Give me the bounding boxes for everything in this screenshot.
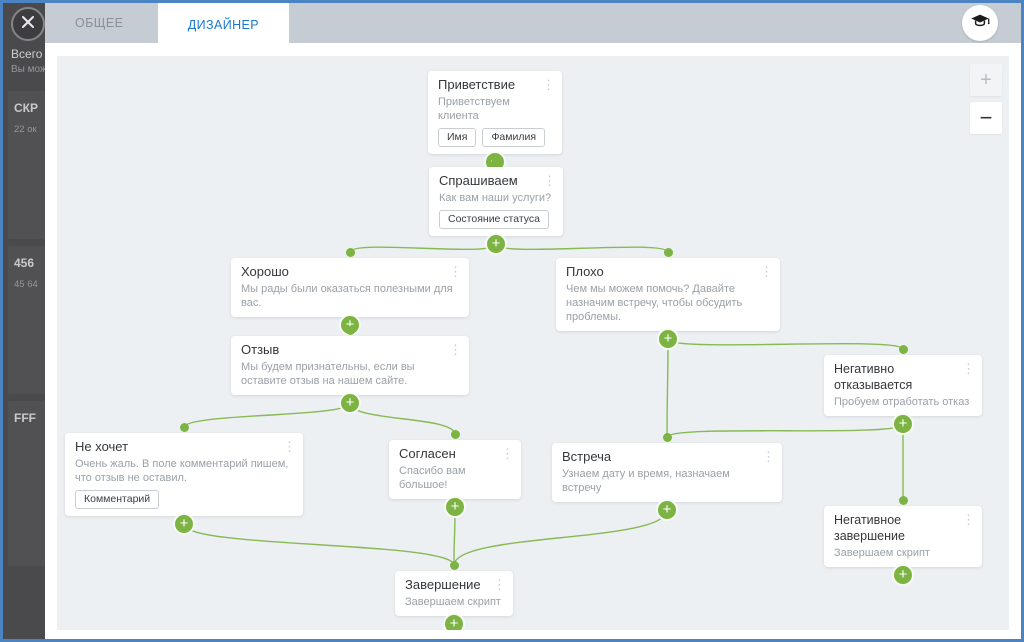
field-chip: Фамилия xyxy=(482,128,546,147)
add-step-button[interactable]: + xyxy=(892,564,914,586)
tab-general[interactable]: ОБЩЕЕ xyxy=(75,16,124,30)
node-title: Не хочет xyxy=(75,439,129,454)
input-connector-dot xyxy=(179,423,189,432)
kebab-menu-icon[interactable]: ⋮ xyxy=(542,77,555,92)
input-connector-dot xyxy=(663,248,673,257)
flow-node[interactable]: Не хочет ⋮ Очень жаль. В поле комментари… xyxy=(65,423,303,535)
node-subtitle: Мы будем признательны, если вы оставите … xyxy=(241,361,415,387)
node-subtitle: Очень жаль. В поле комментарий пишем, чт… xyxy=(75,458,289,484)
graduation-cap-icon xyxy=(969,10,991,37)
node-title: Согласен xyxy=(399,446,456,461)
input-connector-dot xyxy=(345,326,355,335)
tab-bar: ОБЩЕЕ ДИЗАЙНЕР xyxy=(45,3,1021,46)
field-chip: Комментарий xyxy=(75,490,160,509)
field-chip: Состояние статуса xyxy=(439,210,550,229)
node-subtitle: Спасибо вам большое! xyxy=(399,465,466,491)
flow-node[interactable]: Отзыв ⋮ Мы будем признательны, если вы о… xyxy=(231,326,469,414)
add-step-button[interactable]: + xyxy=(657,328,679,350)
add-step-button[interactable]: + xyxy=(656,499,678,521)
input-connector-dot xyxy=(662,433,672,442)
zoom-controls: + − xyxy=(970,64,1002,134)
add-step-button[interactable]: + xyxy=(892,413,914,435)
close-icon xyxy=(21,15,35,34)
sidebar-card-subtitle: 45 64 xyxy=(14,279,38,290)
node-title: Приветствие xyxy=(438,77,516,92)
input-connector-dot xyxy=(345,248,355,257)
tab-designer[interactable]: ДИЗАЙНЕР xyxy=(157,3,290,46)
node-subtitle: Приветствуем клиента xyxy=(438,96,510,122)
node-subtitle: Мы рады были оказаться полезными для вас… xyxy=(241,283,453,309)
node-title: Спрашиваем xyxy=(439,173,518,188)
node-subtitle: Как вам наши услуги? xyxy=(439,192,552,204)
modal-body: + − Приветствие ⋮ Приветствуем клиента И… xyxy=(45,43,1021,639)
node-subtitle: Завершаем скрипт xyxy=(834,547,930,559)
flow-node[interactable]: Плохо ⋮ Чем мы можем помочь? Давайте наз… xyxy=(556,248,780,350)
node-subtitle: Чем мы можем помочь? Давайте назначим вс… xyxy=(566,283,743,323)
zoom-in-button[interactable]: + xyxy=(970,64,1002,96)
sidebar-card-title: FFF xyxy=(14,411,36,425)
help-button[interactable] xyxy=(962,5,998,41)
sidebar-card: СКР 22 ок xyxy=(8,91,45,239)
sidebar-card: FFF xyxy=(8,401,45,566)
sidebar-card-title: СКР xyxy=(14,101,38,115)
add-step-button[interactable]: + xyxy=(444,496,466,518)
kebab-menu-icon[interactable]: ⋮ xyxy=(493,577,506,592)
field-chip: Имя xyxy=(438,128,477,147)
input-connector-dot xyxy=(450,430,460,439)
flow-node[interactable]: Спрашиваем ⋮ Как вам наши услуги? Состоя… xyxy=(429,157,563,255)
node-title: Завершение xyxy=(405,577,481,592)
designer-canvas[interactable]: + − Приветствие ⋮ Приветствуем клиента И… xyxy=(57,56,1009,630)
node-title: Встреча xyxy=(562,449,612,464)
flow-node[interactable]: Согласен ⋮ Спасибо вам большое! + xyxy=(389,430,521,518)
add-step-button[interactable]: + xyxy=(443,613,465,630)
add-step-button[interactable]: + xyxy=(485,233,507,255)
sidebar-summary: Всего xyxy=(11,47,43,61)
kebab-menu-icon[interactable]: ⋮ xyxy=(449,342,462,357)
flow-node[interactable]: Завершение ⋮ Завершаем скрипт + xyxy=(395,561,513,630)
input-connector-dot xyxy=(491,157,501,166)
input-connector-dot xyxy=(898,496,908,505)
flow-node[interactable]: Негативное завершение ⋮ Завершаем скрипт… xyxy=(824,496,982,586)
kebab-menu-icon[interactable]: ⋮ xyxy=(501,446,514,461)
input-connector-dot xyxy=(898,345,908,354)
close-button[interactable] xyxy=(11,7,45,41)
flow-node[interactable]: Приветствие ⋮ Приветствуем клиента Имя Ф… xyxy=(428,71,562,173)
designer-modal: ОБЩЕЕ ДИЗАЙНЕР + − xyxy=(45,3,1021,639)
background-sidebar: Всего Вы мож СКР 22 ок 456 45 64 FFF xyxy=(3,3,45,639)
flow-node[interactable]: Хорошо ⋮ Мы рады были оказаться полезным… xyxy=(231,248,469,336)
node-subtitle: Завершаем скрипт xyxy=(405,596,501,608)
node-title: Негативно отказывается xyxy=(834,362,913,392)
node-title: Плохо xyxy=(566,264,604,279)
flow-node[interactable]: Негативно отказывается ⋮ Пробуем отработ… xyxy=(824,345,982,435)
kebab-menu-icon[interactable]: ⋮ xyxy=(283,439,296,454)
node-title: Негативное завершение xyxy=(834,513,905,543)
node-subtitle: Узнаем дату и время, назначаем встречу xyxy=(562,468,730,494)
sidebar-card: 456 45 64 xyxy=(8,246,45,394)
node-title: Хорошо xyxy=(241,264,289,279)
kebab-menu-icon[interactable]: ⋮ xyxy=(962,512,975,527)
sidebar-card-subtitle: 22 ок xyxy=(14,124,37,135)
add-step-button[interactable]: + xyxy=(339,392,361,414)
node-title: Отзыв xyxy=(241,342,280,357)
kebab-menu-icon[interactable]: ⋮ xyxy=(962,361,975,376)
kebab-menu-icon[interactable]: ⋮ xyxy=(762,449,775,464)
kebab-menu-icon[interactable]: ⋮ xyxy=(449,264,462,279)
kebab-menu-icon[interactable]: ⋮ xyxy=(760,264,773,279)
add-step-button[interactable]: + xyxy=(173,513,195,535)
input-connector-dot xyxy=(449,561,459,570)
add-step-button[interactable]: + xyxy=(339,314,361,336)
sidebar-summary-sub: Вы мож xyxy=(11,64,45,75)
zoom-out-button[interactable]: − xyxy=(970,102,1002,134)
kebab-menu-icon[interactable]: ⋮ xyxy=(543,173,556,188)
flow-node[interactable]: Встреча ⋮ Узнаем дату и время, назначаем… xyxy=(552,433,782,521)
node-subtitle: Пробуем отработать отказ xyxy=(834,396,970,408)
sidebar-card-title: 456 xyxy=(14,256,35,270)
